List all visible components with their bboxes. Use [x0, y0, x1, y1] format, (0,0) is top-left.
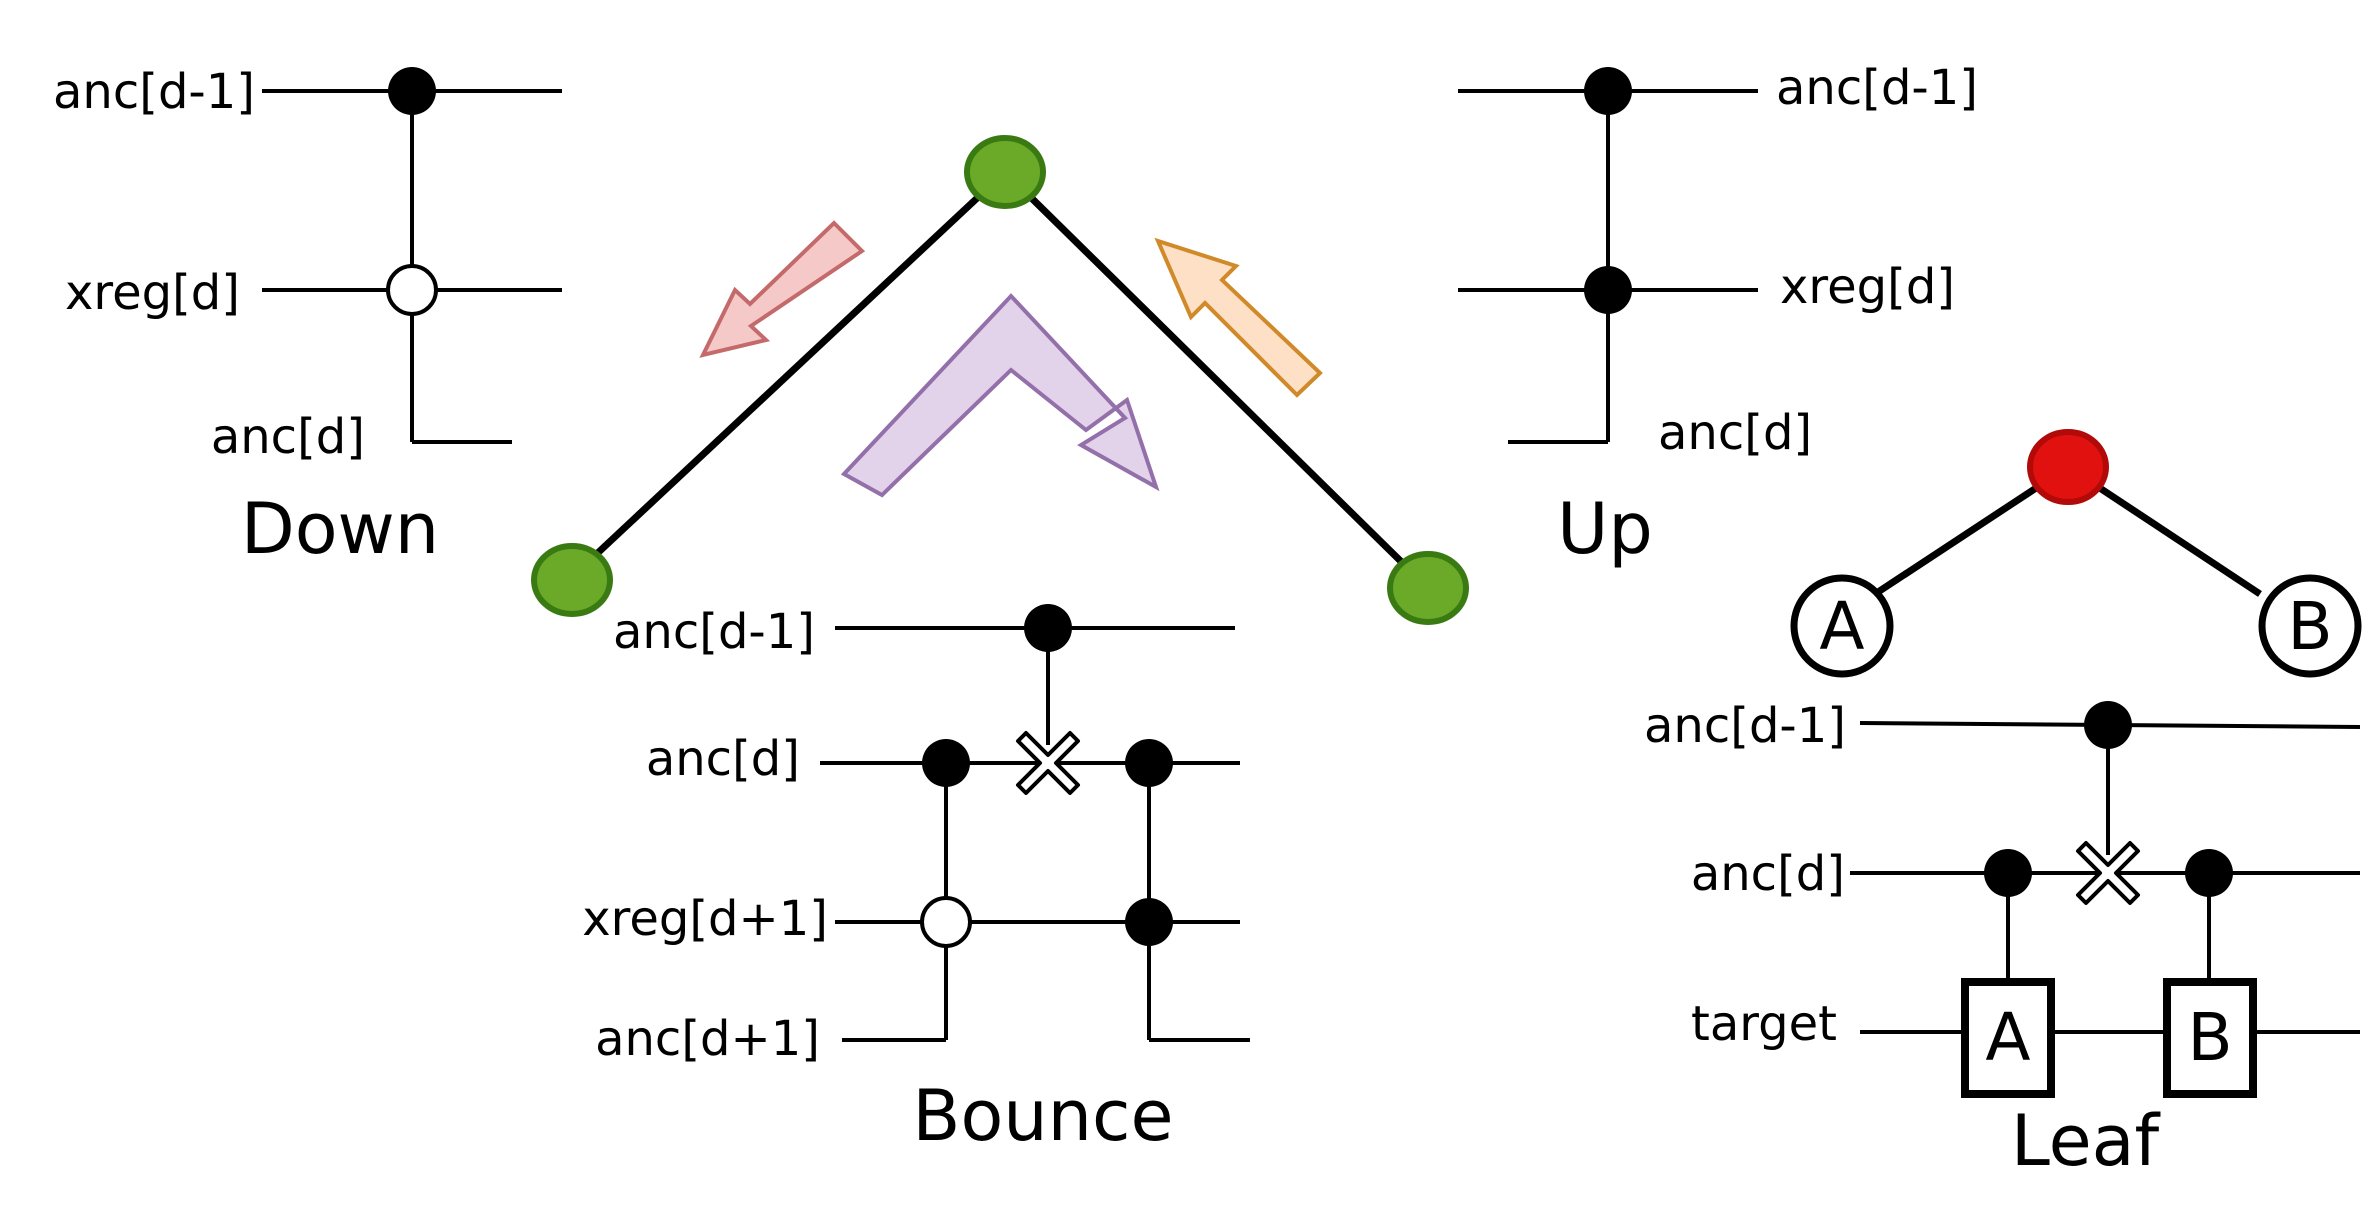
- down-circuit: anc[d-1] xreg[d] anc[d] Down: [53, 64, 562, 570]
- up-title: Up: [1557, 488, 1653, 570]
- bounce-control-dot-right: [1125, 739, 1173, 787]
- leaf-label-anc-d-minus-1: anc[d-1]: [1644, 698, 1846, 754]
- up-control-dot-middle: [1584, 266, 1632, 314]
- bounce-control-dot-top: [1024, 604, 1072, 652]
- leaf-tree-root-node: [2027, 429, 2109, 505]
- bounce-label-anc-d-plus-1: anc[d+1]: [595, 1011, 820, 1067]
- bounce-title: Bounce: [912, 1075, 1173, 1157]
- leaf-label-target: target: [1691, 996, 1837, 1052]
- tree-left-node: [531, 543, 613, 617]
- bounce-control-dot-open: [920, 896, 972, 948]
- down-control-dot-open: [386, 264, 438, 316]
- leaf-control-dot-top: [2084, 701, 2132, 749]
- leaf-control-dot-left: [1984, 849, 2032, 897]
- bounce-label-anc-d-minus-1: anc[d-1]: [613, 604, 815, 660]
- leaf-label-anc-d: anc[d]: [1691, 846, 1845, 902]
- up-label-xreg-d: xreg[d]: [1780, 259, 1955, 315]
- leaf-tree-child-b-label: B: [2287, 588, 2332, 665]
- leaf-tree-child-b: [2258, 574, 2362, 678]
- top-tree: [531, 135, 1469, 625]
- leaf-gate-b-label: B: [2187, 999, 2232, 1076]
- leaf-circuit: A B anc[d-1] anc[d] target Leaf: [1644, 698, 2361, 1182]
- bounce-circuit: anc[d-1] anc[d] xreg[d+1] anc[d+1] Bounc…: [582, 604, 1250, 1157]
- up-label-anc-d-minus-1: anc[d-1]: [1776, 60, 1978, 116]
- down-label-anc-d: anc[d]: [211, 409, 365, 465]
- leaf-gate-a: [1961, 978, 2055, 1098]
- bounce-label-xreg-d-plus-1: xreg[d+1]: [582, 891, 828, 947]
- leaf-tree-child-a: [1790, 574, 1894, 678]
- down-label-anc-d-minus-1: anc[d-1]: [53, 64, 255, 120]
- down-label-xreg-d: xreg[d]: [65, 265, 240, 321]
- tree-edge-right: [1002, 169, 1431, 591]
- leaf-gate-b: [2163, 978, 2257, 1098]
- leaf-x-gate-icon: [2076, 841, 2140, 905]
- up-label-anc-d: anc[d]: [1658, 405, 1812, 461]
- down-arrow: [699, 220, 866, 358]
- bounce-control-dot-xreg-right: [1125, 898, 1173, 946]
- leaf-tree: A B: [1790, 429, 2362, 678]
- bounce-x-gate-icon: [1016, 731, 1080, 795]
- leaf-tree-child-a-label: A: [1819, 588, 1864, 665]
- down-control-dot-filled: [388, 67, 436, 115]
- up-arrow: [1154, 237, 1323, 398]
- leaf-gate-a-label: A: [1985, 999, 2030, 1076]
- leaf-control-dot-right: [2185, 849, 2233, 897]
- tree-edge-left: [569, 169, 1008, 580]
- tree-root-node: [964, 135, 1046, 209]
- tree-right-node: [1387, 551, 1469, 625]
- down-title: Down: [241, 488, 439, 570]
- up-control-dot-top: [1584, 67, 1632, 115]
- leaf-title: Leaf: [2011, 1100, 2161, 1182]
- bounce-label-anc-d: anc[d]: [646, 731, 800, 787]
- up-circuit: anc[d-1] xreg[d] anc[d] Up: [1458, 60, 1978, 570]
- bounce-control-dot-left: [922, 739, 970, 787]
- bounce-arrow: [840, 293, 1160, 498]
